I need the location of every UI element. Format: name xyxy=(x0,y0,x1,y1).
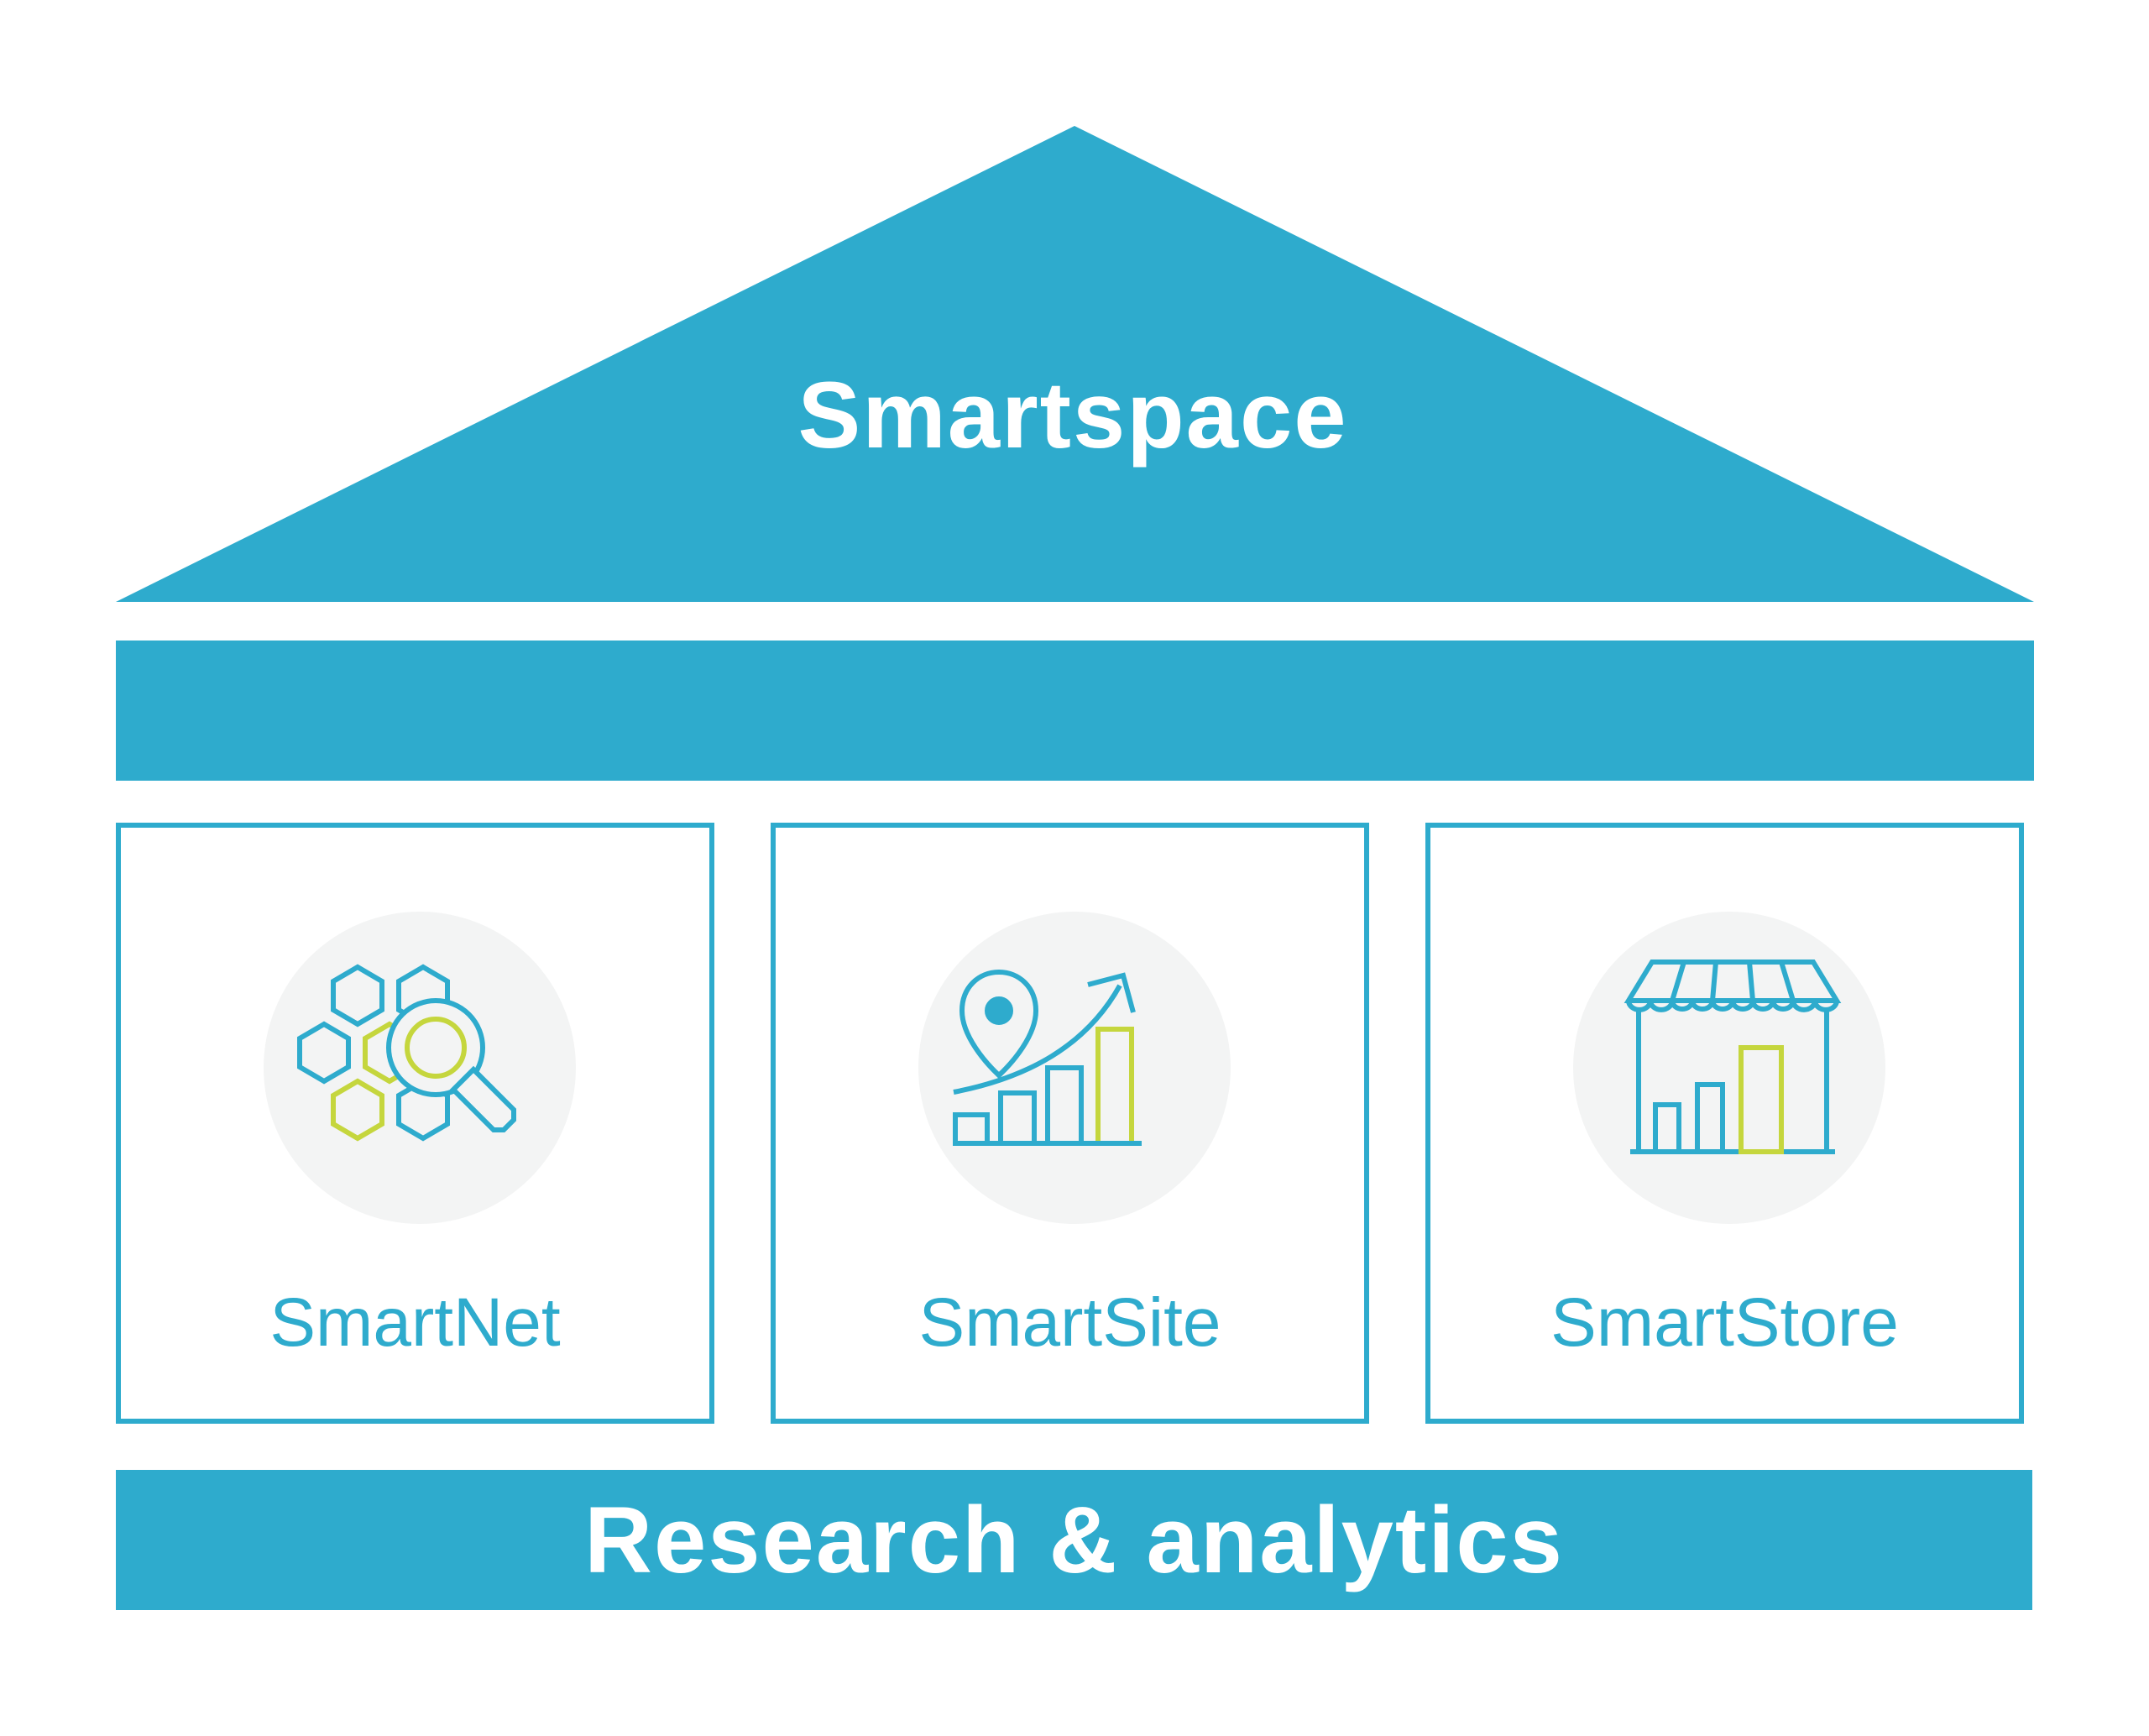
pillar-smartnet: SmartNet xyxy=(116,823,714,1424)
foundation-bar: Research & analytics xyxy=(116,1470,2032,1610)
roof-beam xyxy=(116,641,2034,781)
pillar-label-smartsite: SmartSite xyxy=(918,1284,1221,1361)
storefront-bar-chart-icon xyxy=(1624,960,1842,1154)
roof-title: Smartspace xyxy=(797,363,1348,468)
roof xyxy=(116,126,2034,602)
pillar-label-smartnet: SmartNet xyxy=(269,1284,561,1361)
hexagon-network-magnifier-icon xyxy=(297,964,516,1142)
location-pin-growth-chart-icon xyxy=(953,969,1142,1146)
pillar-smartstore: SmartStore xyxy=(1425,823,2024,1424)
pillar-smartsite: SmartSite xyxy=(771,823,1369,1424)
pillar-label-smartstore: SmartStore xyxy=(1550,1284,1899,1361)
